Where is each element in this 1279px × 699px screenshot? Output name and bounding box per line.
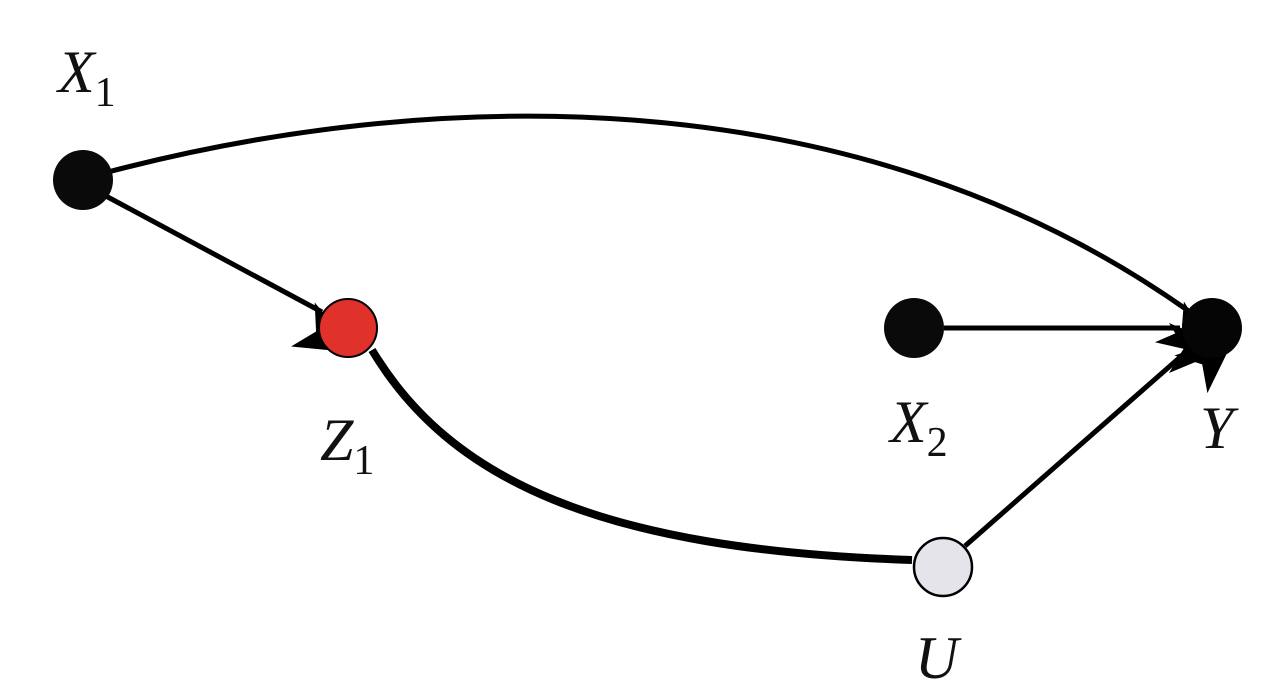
label-x2-sub: 2 [926,420,948,466]
label-z1: Z1 [320,410,374,482]
label-y: Y [1200,398,1233,458]
label-y-main: Y [1200,395,1234,461]
label-x2-main: X [890,389,927,455]
node-z1 [318,298,378,358]
label-x1: X1 [58,42,116,114]
edge-x1-z1 [102,192,356,353]
node-x2 [884,298,944,358]
label-u: U [915,628,958,688]
edge-u-y [963,334,1237,548]
label-z1-sub: 1 [353,438,375,484]
edge-z1-u [368,347,913,564]
label-x1-main: X [58,39,95,105]
label-z1-main: Z [320,407,354,473]
node-x1 [53,150,113,210]
node-u [912,536,974,598]
label-x1-sub: 1 [94,70,116,116]
edge-x1-y [107,113,1219,357]
label-u-main: U [915,625,959,691]
node-y [1182,298,1242,358]
label-x2: X2 [890,392,948,464]
